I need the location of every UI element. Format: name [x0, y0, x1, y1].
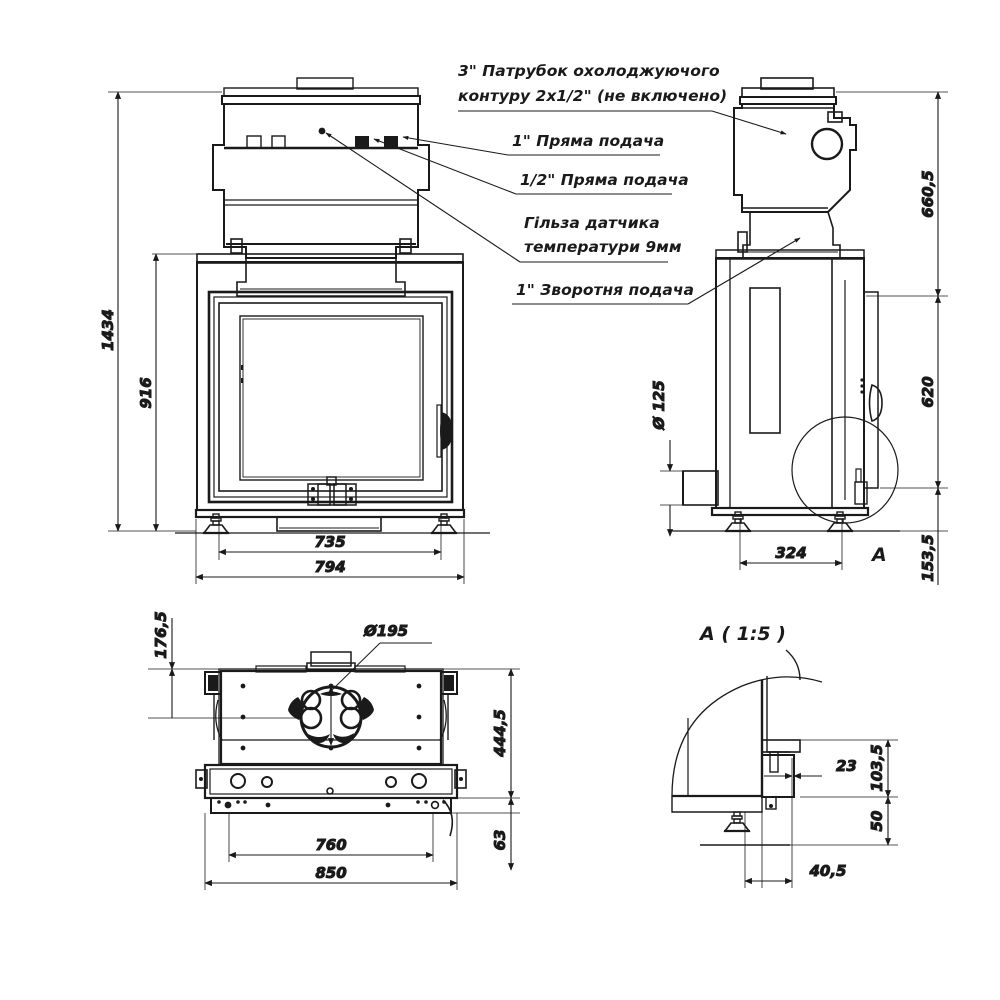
callout-4-line2: температури 9мм	[524, 238, 682, 256]
callout-5-line1: 1" Зворотня подача	[516, 281, 694, 299]
dim-103-5-label: 103,5	[868, 744, 886, 791]
callout-return-feed: 1" Зворотня подача	[512, 237, 801, 305]
dim-620-label: 620	[919, 376, 937, 407]
detail-a-marker-letter: A	[870, 544, 887, 566]
front-base-plinth	[194, 508, 466, 532]
detail-a-body	[671, 649, 801, 813]
callout-block: 3" Патрубок охолоджуючого контуру 2х1/2"…	[325, 62, 801, 305]
side-heat-exchanger	[733, 77, 857, 213]
side-view: A	[668, 77, 900, 566]
dim-153-5-label: 153,5	[919, 534, 937, 581]
callout-temperature-sensor-sleeve: Гільза датчика температури 9мм	[325, 132, 682, 263]
callout-cooling-loop: 3" Патрубок охолоджуючого контуру 2х1/2"…	[458, 62, 787, 135]
dim-324-label: 324	[775, 544, 806, 562]
top-diameter-leader: Ø195	[327, 622, 432, 746]
detail-a-circle-marker	[791, 416, 899, 524]
dim-176-5-label: 176,5	[152, 611, 170, 658]
callout-4-line1: Гільза датчика	[524, 214, 660, 232]
dim-diameter-195-label: Ø195	[363, 622, 408, 640]
detail-a-view: A ( 1:5 )	[671, 623, 823, 846]
side-outlet-port	[810, 127, 844, 161]
side-flue-stub	[682, 470, 719, 506]
top-front-rail	[195, 763, 467, 837]
side-door-handle	[868, 383, 883, 423]
front-latch	[307, 476, 357, 506]
callout-direct-feed-half-in: 1/2" Пряма подача	[373, 138, 689, 195]
dim-diameter-125-label: Ø 125	[650, 380, 668, 430]
front-heat-exchanger	[212, 77, 430, 259]
top-view: Ø195	[195, 622, 467, 837]
dim-735-label: 735	[314, 533, 345, 551]
dim-660-5-label: 660,5	[919, 170, 937, 217]
dim-1434-label: 1434	[99, 309, 117, 351]
callout-1-line2: контуру 2х1/2" (не включено)	[458, 87, 727, 105]
dim-40-5-label: 40,5	[808, 862, 846, 880]
top-view-dimensions: 176,5 444,5 63 760 850	[148, 611, 520, 890]
dim-23-label: 23	[836, 757, 857, 775]
detail-a-title: A ( 1:5 )	[698, 623, 786, 645]
callout-2-line1: 1" Пряма подача	[512, 132, 664, 150]
front-transition	[230, 238, 412, 297]
detail-a-dimensions: 23 103,5 50 40,5	[744, 739, 898, 888]
dim-916-label: 916	[137, 377, 155, 408]
detail-a-break-arc	[671, 676, 823, 797]
side-view-dimensions: 660,5 620 153,5 Ø 125 324	[650, 91, 948, 585]
dim-50-label: 50	[868, 811, 886, 832]
top-side-brackets	[204, 671, 458, 741]
dim-850-label: 850	[315, 864, 346, 882]
door-glass	[239, 315, 424, 481]
dim-760-label: 760	[315, 836, 346, 854]
front-view-dimensions: 1434 916 735 794	[99, 91, 465, 584]
dim-63-label: 63	[491, 830, 509, 851]
side-base	[710, 468, 870, 517]
callout-direct-feed-1in: 1" Пряма подача	[402, 132, 664, 156]
dim-794-label: 794	[314, 558, 345, 576]
callout-3-line1: 1/2" Пряма подача	[520, 171, 689, 189]
callout-1-line1: 3" Патрубок охолоджуючого	[458, 62, 720, 80]
dim-444-5-label: 444,5	[491, 709, 509, 757]
front-view	[175, 77, 490, 535]
side-transition	[737, 211, 841, 259]
